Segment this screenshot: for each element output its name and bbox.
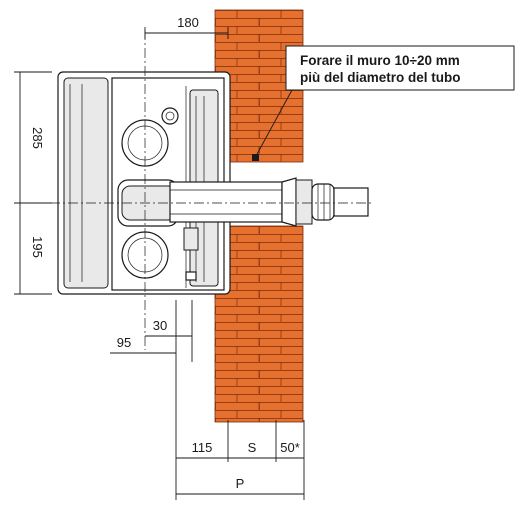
centre-lines bbox=[14, 30, 372, 350]
dim-label-115: 115 bbox=[192, 440, 213, 455]
callout-leader bbox=[255, 89, 293, 157]
callout-marker bbox=[252, 154, 259, 161]
dim-label-30: 30 bbox=[153, 318, 167, 333]
callout-line-1: Forare il muro 10÷20 mm bbox=[300, 53, 460, 68]
dim-label-s: S bbox=[248, 440, 257, 455]
dim-label-195: 195 bbox=[30, 236, 45, 258]
dim-label-285: 285 bbox=[30, 127, 45, 149]
dim-label-50: 50* bbox=[280, 440, 300, 455]
dim-95: 95 bbox=[110, 335, 176, 354]
dim-label-95: 95 bbox=[117, 335, 131, 350]
valve-knob bbox=[161, 107, 179, 125]
dim-180: 180 bbox=[144, 15, 229, 39]
dim-label-p: P bbox=[236, 476, 245, 491]
dim-195: 195 bbox=[14, 203, 52, 295]
dim-285: 285 bbox=[14, 71, 52, 204]
dim-bottom: 115 S 50* P bbox=[175, 362, 305, 500]
drill-callout: Forare il muro 10÷20 mm più del diametro… bbox=[252, 45, 515, 161]
dim-30: 30 bbox=[145, 300, 193, 362]
dim-label-180: 180 bbox=[177, 15, 199, 30]
callout-line-2: più del diametro del tubo bbox=[300, 70, 461, 85]
flue-pipe bbox=[117, 177, 369, 227]
